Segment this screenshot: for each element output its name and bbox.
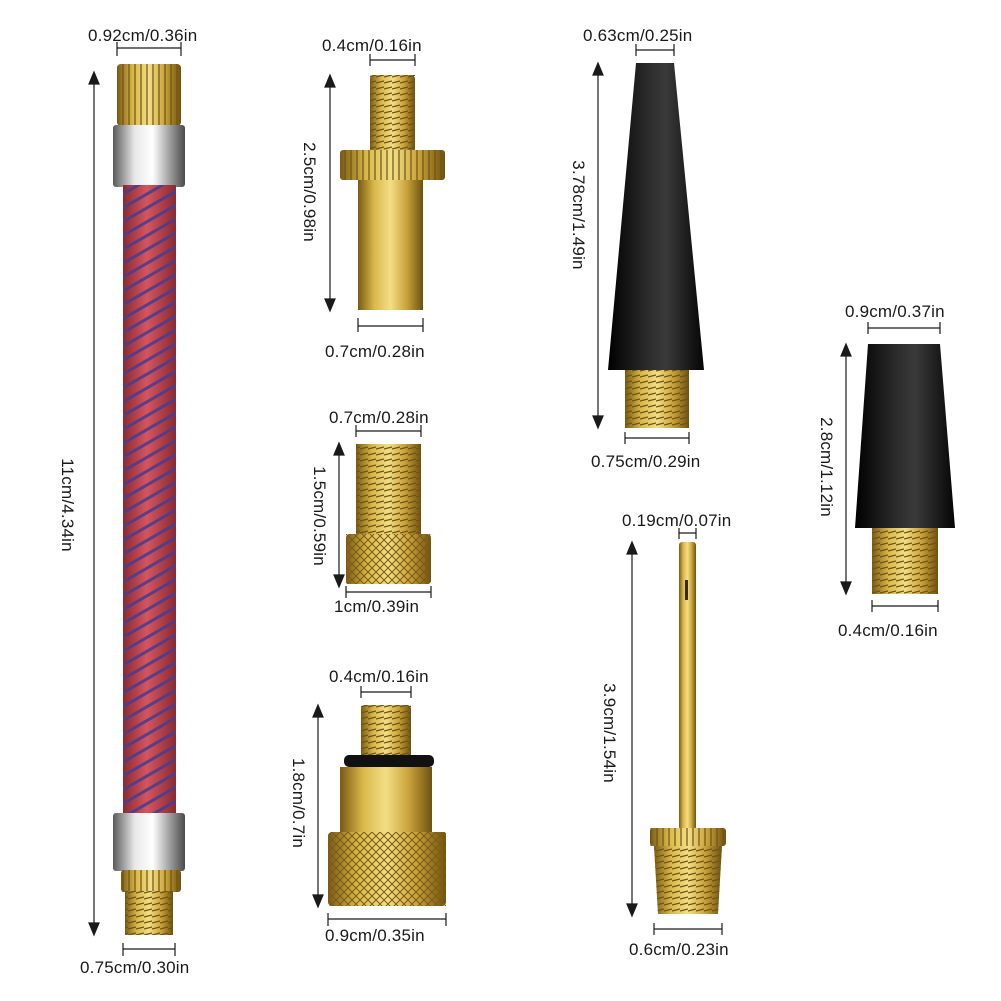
needle-bottom-width-label: 0.6cm/0.23in <box>629 940 729 959</box>
adapter-c-bottom-width-label: 0.9cm/0.35in <box>325 926 425 945</box>
cone-large-height-label: 3.78cm/1.49in <box>569 160 588 270</box>
small-cone-nozzle <box>855 344 955 594</box>
adapter-b-bottom-width-label: 1cm/0.39in <box>334 597 420 616</box>
cone-small-top-width-label: 0.9cm/0.37in <box>845 302 945 321</box>
adapter-a-height-label: 2.5cm/0.98in <box>300 142 319 242</box>
ball-inflation-needle <box>650 542 726 914</box>
adapter-b-top-width-label: 0.7cm/0.28in <box>329 408 429 427</box>
presta-adapter-a <box>340 75 445 310</box>
adapter-a-bottom-width-label: 0.7cm/0.28in <box>325 342 425 361</box>
cone-small-bottom-width-label: 0.4cm/0.16in <box>838 621 938 640</box>
cone-small-height-label: 2.8cm/1.12in <box>817 417 836 517</box>
needle-height-label: 3.9cm/1.54in <box>600 683 619 783</box>
cone-large-top-width-label: 0.63cm/0.25in <box>583 26 693 45</box>
hose-extension-tube <box>113 64 185 935</box>
hose-length-label: 11cm/4.34in <box>58 458 77 552</box>
presta-adapter-b <box>346 444 431 584</box>
cone-large-bottom-width-label: 0.75cm/0.29in <box>591 452 701 471</box>
hose-top-width-label: 0.92cm/0.36in <box>88 26 198 45</box>
hose-bottom-width-label: 0.75cm/0.30in <box>80 958 190 977</box>
dunlop-adapter-c <box>328 705 446 906</box>
adapter-a-top-width-label: 0.4cm/0.16in <box>322 36 422 55</box>
adapter-b-height-label: 1.5cm/0.59in <box>310 466 329 566</box>
large-cone-nozzle <box>608 63 704 428</box>
needle-top-width-label: 0.19cm/0.07in <box>622 511 732 530</box>
dimension-lines <box>88 42 941 956</box>
adapter-c-top-width-label: 0.4cm/0.16in <box>329 667 429 686</box>
adapter-c-height-label: 1.8cm/0.7in <box>289 757 308 849</box>
